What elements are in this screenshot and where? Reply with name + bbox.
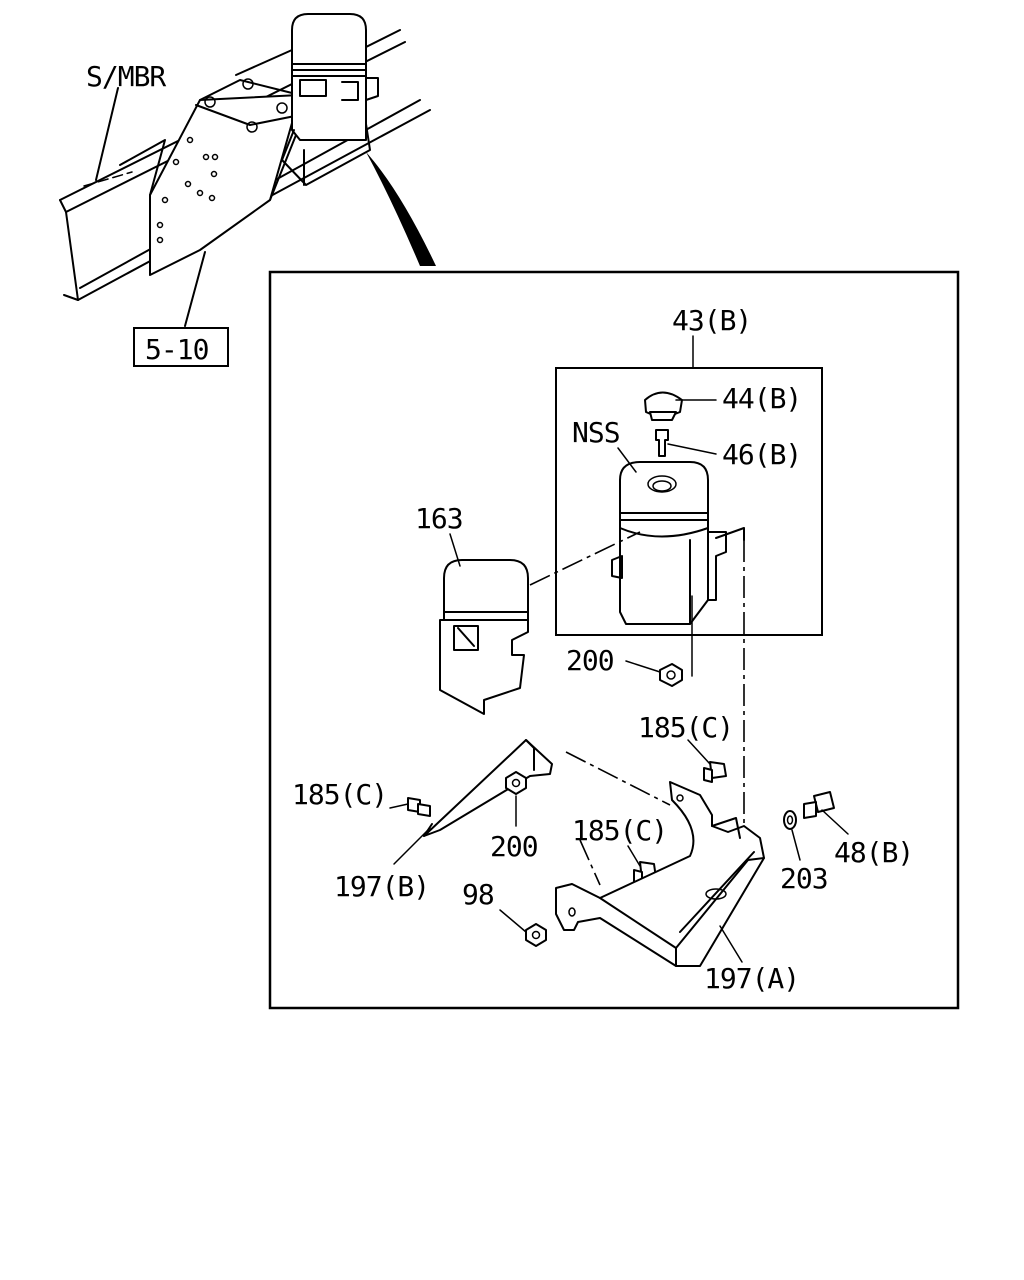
connection-line: [565, 751, 671, 806]
label-s-mbr: S/MBR: [86, 60, 166, 93]
bracket-197b-illustration: [423, 739, 553, 837]
nut-200-upper-illustration: [659, 663, 683, 687]
reference-box: [133, 327, 229, 367]
detail-frame: [268, 270, 960, 1010]
callout-43b[interactable]: 43(B): [672, 304, 752, 337]
washer-203-illustration: [783, 810, 797, 830]
bracket-197a-illustration: [555, 781, 765, 967]
callout-98[interactable]: 98: [462, 878, 495, 911]
callout-185c-top[interactable]: 185(C): [638, 711, 734, 744]
reference-box-label[interactable]: 5-10: [145, 333, 210, 366]
bracket-163-illustration: [439, 559, 529, 715]
callout-44b[interactable]: 44(B): [722, 382, 802, 415]
callout-197b[interactable]: 197(B): [334, 870, 430, 903]
bolt-48b-illustration: [803, 791, 835, 819]
callout-203[interactable]: 203: [780, 862, 829, 895]
callout-labels: 43(B) 44(B) 46(B) NSS 163 200 185(C) 185…: [292, 304, 914, 995]
assembly-43b-box: [555, 367, 823, 636]
connection-line: [579, 839, 601, 886]
connection-line: [529, 531, 641, 586]
frame-overview-illustration: [59, 13, 436, 327]
callout-nss: NSS: [572, 416, 620, 449]
nut-200-lower-illustration: [505, 771, 527, 795]
callout-200-lower[interactable]: 200: [490, 830, 539, 863]
callout-46b[interactable]: 46(B): [722, 438, 802, 471]
hose-fitting-illustration: [655, 429, 669, 457]
bolt-185c-left-illustration: [407, 797, 431, 817]
leader-lines: [389, 335, 849, 963]
callout-163[interactable]: 163: [415, 502, 464, 535]
cap-illustration: [644, 391, 683, 421]
callout-197a[interactable]: 197(A): [704, 962, 800, 995]
reservoir-tank-illustration: [611, 461, 745, 625]
nut-98-illustration: [525, 923, 547, 947]
callout-185c-left[interactable]: 185(C): [292, 778, 388, 811]
callout-200-upper[interactable]: 200: [566, 644, 615, 677]
callout-185c-mid[interactable]: 185(C): [572, 814, 668, 847]
callout-48b[interactable]: 48(B): [834, 836, 914, 869]
bolt-185c-top-illustration: [703, 761, 727, 783]
